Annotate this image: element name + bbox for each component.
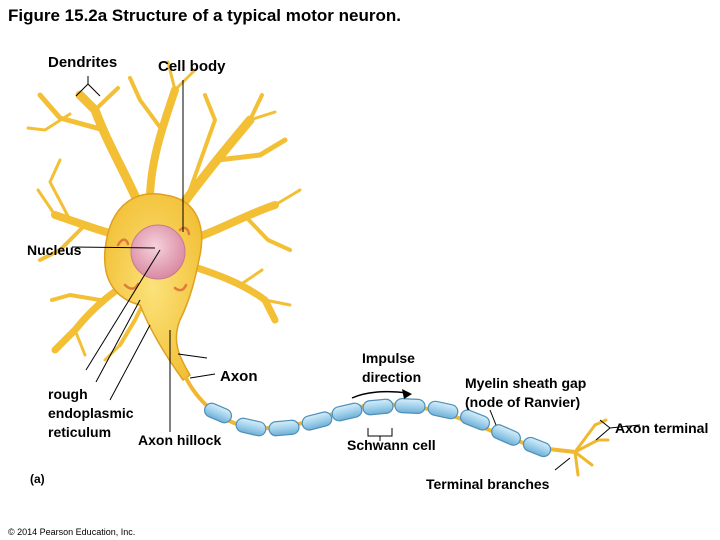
cell-body: [104, 193, 203, 382]
label-dendrites: Dendrites: [48, 54, 118, 71]
schwann-cell-segment: [394, 398, 426, 414]
schwann-cell-segment: [459, 409, 491, 431]
nucleus: [130, 224, 186, 280]
schwann-cell-segment: [235, 417, 267, 437]
copyright-footer: © 2014 Pearson Education, Inc.: [8, 527, 136, 537]
schwann-cell-segment: [203, 402, 233, 424]
leader-lines: [71, 76, 641, 471]
label-rough-er: rough endoplasmic reticulum: [48, 386, 134, 440]
rough-er: [116, 226, 191, 292]
label-schwann-cell: Schwann cell: [347, 437, 436, 453]
label-cell-body: Cell body: [158, 58, 226, 75]
label-myelin-gap: Myelin sheath gap (node of Ranvier): [465, 375, 587, 410]
dendrite-tree: [26, 60, 302, 362]
label-axon: Axon: [220, 368, 258, 385]
schwann-cell-segment: [362, 398, 394, 416]
schwann-cell-segment: [268, 419, 300, 437]
label-nucleus: Nucleus: [27, 242, 82, 258]
schwann-cell-segment: [491, 424, 521, 446]
schwann-cell-segment: [522, 436, 552, 458]
label-terminal-branches: Terminal branches: [426, 476, 550, 492]
figure-title: Figure 15.2a Structure of a typical moto…: [8, 6, 401, 25]
label-impulse-direction: Impulse direction: [362, 350, 422, 385]
schwann-cell-segment: [301, 411, 333, 431]
label-axon-terminal: Axon terminal: [615, 420, 709, 436]
label-panel-a: (a): [30, 472, 45, 486]
impulse-direction-arrow: [351, 389, 412, 399]
label-axon-hillock: Axon hillock: [138, 432, 222, 448]
schwann-cell-segment: [427, 400, 459, 420]
myelin-sheath: [203, 398, 552, 458]
schwann-cell-segment: [331, 402, 363, 422]
axon-terminal-branches: [573, 418, 610, 477]
